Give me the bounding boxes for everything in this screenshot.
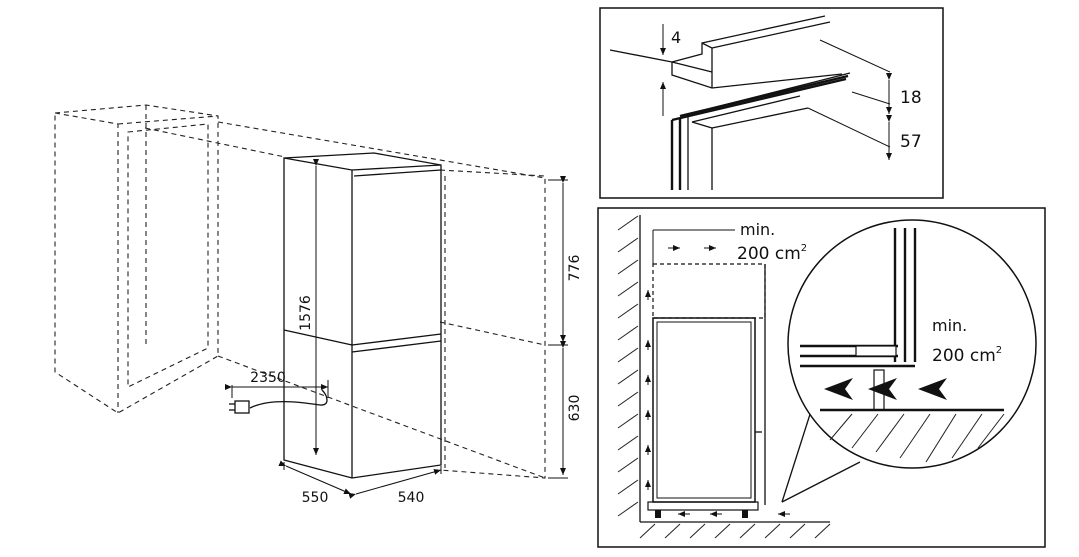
dimension-niche: 776 630 <box>548 176 583 479</box>
power-cable <box>229 389 328 414</box>
dim-b-label: 57 <box>900 132 922 152</box>
zoom-callout <box>781 219 1037 503</box>
zoom-area-label: 200 cm2 <box>932 345 1002 366</box>
dim-depth-label: 550 <box>302 490 329 506</box>
fridge-section <box>647 229 766 518</box>
cabinet-outline <box>54 104 546 479</box>
dim-a-label: 18 <box>900 88 922 108</box>
vent-area-label: 200 cm2 <box>737 243 807 264</box>
dim-upper-niche-label: 776 <box>567 255 583 282</box>
zoom-min-label: min. <box>932 316 967 335</box>
dim-lower-niche-label: 630 <box>567 395 583 422</box>
top-detail-panel: 4 18 57 <box>599 7 944 199</box>
dimension-depth-width: 550 540 <box>278 460 442 506</box>
dim-width-label: 540 <box>398 490 425 506</box>
airflow-arrows <box>645 245 790 517</box>
wall-hatching <box>617 215 831 539</box>
dimension-height-total: 1576 <box>298 159 319 455</box>
dimension-cable-length: 2350 <box>225 370 329 398</box>
dim-height-total-label: 1576 <box>298 295 314 331</box>
dim-gap-label: 4 <box>671 28 681 47</box>
ventilation-panel: min. 200 cm2 min. <box>597 207 1046 548</box>
vent-min-label: min. <box>740 220 775 239</box>
dim-cable-length-label: 2350 <box>250 370 286 386</box>
installation-view: 1576 2350 550 540 776 630 <box>54 104 583 506</box>
